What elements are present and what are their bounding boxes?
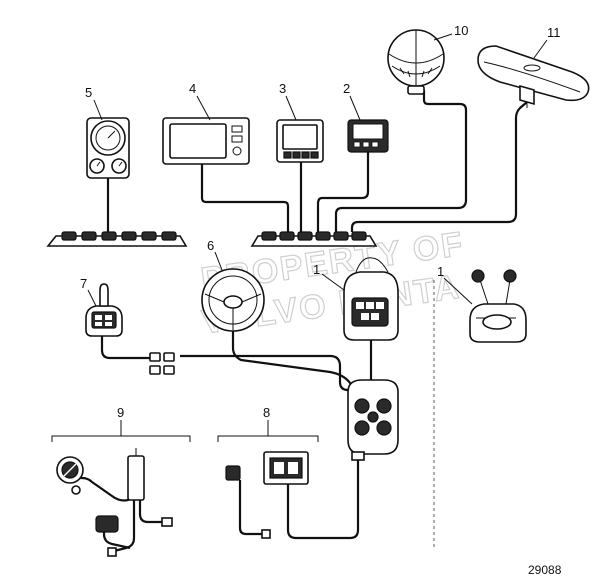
gauge-cluster	[86, 117, 130, 179]
callout-9: 9	[117, 405, 124, 420]
callout-1-control-lever: 1	[313, 262, 320, 277]
twin-lever-control	[469, 269, 527, 343]
callout-3: 3	[279, 81, 286, 96]
callout-5: 5	[85, 85, 92, 100]
control-lever-module	[343, 257, 399, 341]
inline-connectors	[149, 352, 175, 375]
callout-11: 11	[547, 25, 561, 40]
callout-leaders	[87, 33, 548, 307]
connector-bus-right	[250, 231, 378, 247]
joystick	[85, 283, 123, 337]
sensor-kit	[51, 420, 191, 557]
callout-8: 8	[263, 405, 270, 420]
callout-1-twin-lever: 1	[437, 264, 444, 279]
callout-2: 2	[343, 81, 350, 96]
connector-bus-left	[46, 231, 188, 247]
callout-7: 7	[80, 276, 87, 291]
callout-4: 4	[189, 81, 196, 96]
hub-connector	[347, 379, 399, 461]
steering-wheel	[201, 268, 265, 332]
callout-6: 6	[207, 238, 214, 253]
harness-wires	[74, 90, 528, 554]
callout-10: 10	[454, 23, 468, 38]
small-display	[347, 119, 389, 153]
compass-sensor	[387, 29, 445, 95]
multifunction-display	[162, 117, 250, 165]
antenna-dome	[477, 45, 590, 108]
instrument-display	[276, 119, 324, 163]
switch-panel-kit	[217, 420, 319, 539]
figure-number: 29088	[528, 563, 562, 577]
